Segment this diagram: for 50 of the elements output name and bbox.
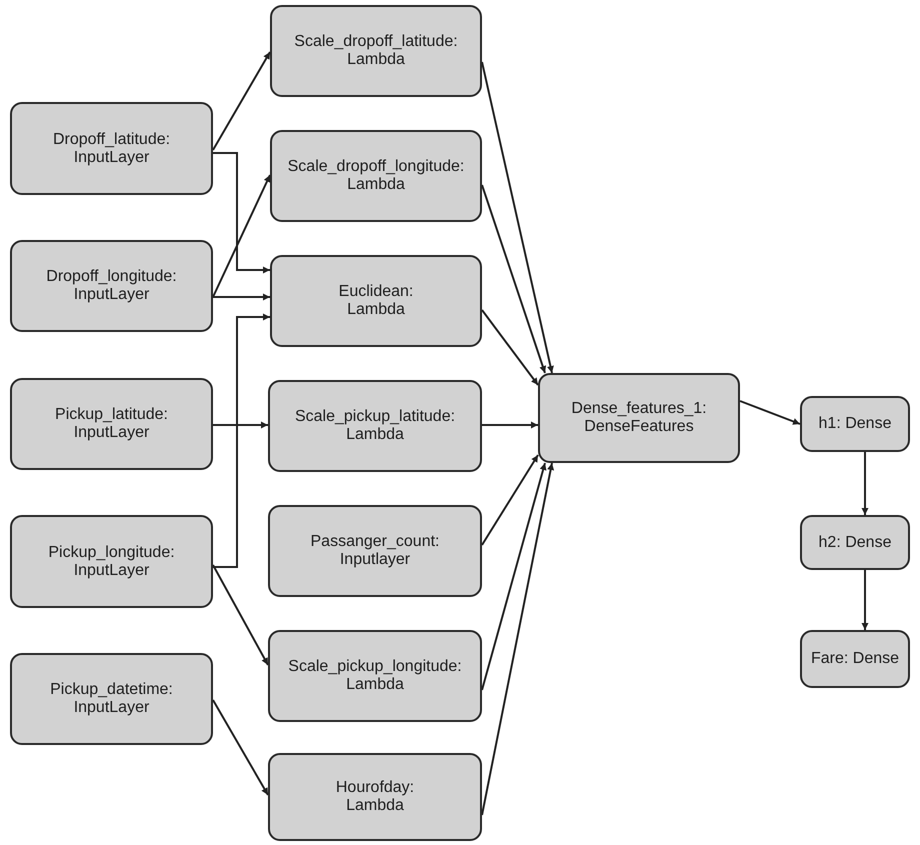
arrow	[481, 184, 546, 374]
arrow	[481, 462, 546, 690]
arrow	[212, 564, 269, 666]
layer-label: Dropoff_latitude: InputLayer	[52, 130, 170, 166]
layer-box	[270, 5, 482, 97]
layer-label: Euclidean: Lambda	[338, 283, 414, 319]
arrow	[862, 452, 868, 515]
layer-box	[268, 630, 482, 722]
arrow	[213, 422, 268, 428]
layer-box	[800, 396, 910, 452]
arrow	[213, 152, 270, 274]
layer-box	[10, 378, 213, 470]
layer-label: Dropoff_longitude: InputLayer	[46, 268, 177, 304]
layer-box	[270, 255, 482, 347]
arrow	[862, 570, 868, 630]
layer-label: h1: Dense	[818, 415, 892, 433]
layer-box	[270, 130, 482, 222]
arrow	[481, 62, 554, 374]
layer-box	[268, 380, 482, 472]
layer-box	[10, 102, 213, 195]
layer-label: Hourofday: Lambda	[336, 779, 414, 815]
layer-label: Scale_dropoff_longitude: Lambda	[288, 158, 464, 194]
layer-box	[10, 653, 213, 745]
layer-box	[538, 373, 740, 463]
arrow	[213, 294, 270, 300]
arrow	[482, 422, 538, 428]
layer-box	[10, 240, 213, 332]
layer-label: Dense_features_1: DenseFeatures	[571, 400, 707, 436]
layer-label: Fare: Dense	[810, 650, 900, 668]
layer-label: Scale_dropoff_latitude: Lambda	[294, 33, 458, 69]
layer-box	[800, 630, 910, 688]
layer-label: Scale_pickup_longitude: Lambda	[288, 658, 462, 694]
layer-box	[268, 753, 482, 841]
arrow	[481, 462, 554, 816]
layer-label: Pickup_latitude: InputLayer	[55, 406, 168, 442]
layer-label: Scale_pickup_latitude: Lambda	[294, 408, 456, 444]
layer-box	[268, 505, 482, 597]
layer-box	[800, 515, 910, 570]
arrow	[212, 174, 271, 298]
layer-label: Pickup_longitude: InputLayer	[48, 544, 175, 580]
arrow	[481, 309, 539, 386]
layer-label: Pickup_datetime: InputLayer	[50, 681, 173, 717]
arrow	[212, 700, 269, 796]
arrow	[481, 454, 539, 546]
layer-label: h2: Dense	[818, 534, 892, 552]
arrow	[212, 52, 271, 150]
arrow	[213, 314, 270, 568]
layer-box	[10, 515, 213, 608]
arrow	[740, 400, 800, 425]
layer-label: Passanger_count: Inputlayer	[310, 533, 440, 569]
